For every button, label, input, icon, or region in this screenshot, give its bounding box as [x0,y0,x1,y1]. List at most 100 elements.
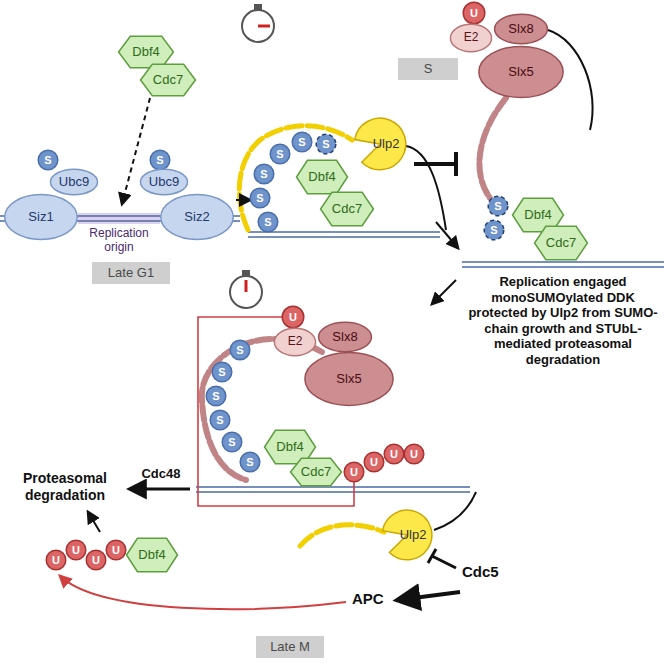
node-label: U [470,7,478,19]
node-label: Siz2 [184,210,209,224]
sumo-ligase-ellipse: Ubc9 [140,169,188,195]
node-label: Late M [270,640,310,654]
ddk-hexagon-outline [141,64,196,95]
sumo-ball: S [150,150,170,170]
sumo-ball-outline [316,134,336,154]
sumo-ball: S [316,134,336,154]
arrows-part [236,199,250,201]
sumo-ligase-ellipse: Siz2 [160,194,234,240]
inhibition-part [432,556,456,568]
sumo-ball: S [258,212,278,232]
phase-box: Late M [256,636,324,658]
ubiquitin-ball: U [463,2,485,24]
ddk-hexagon: Cdc7 [534,226,588,260]
sumo-ligase-ellipse: Ubc9 [50,169,98,195]
phase-box: S [398,58,458,80]
node-label: E2 [288,335,303,348]
node-label: S [236,344,243,356]
phase-box-outline [398,58,458,80]
node-label: S [424,62,433,76]
node-label: S [256,192,263,204]
ulp2-pacman: Ulp2 [352,116,408,172]
ddk-hexagon: Cdc7 [320,192,374,226]
ubiquitin-ball: U [282,306,304,328]
ddk-hexagon: Cdc7 [290,458,342,486]
inhibition [414,152,456,568]
stopwatch-part [242,10,274,42]
stubl-ellipse-outline [319,322,372,351]
ubiquitin-ball-outline [282,306,304,328]
ddk-hexagon: Dbf4 [126,538,178,572]
node-label: S [246,456,253,468]
node-label: S [298,136,305,148]
e2-ellipse-outline [274,328,315,355]
node-label: U [350,466,358,478]
node-label: Ubc9 [59,175,89,189]
e2-ellipse-outline [450,24,491,51]
node-label: U [289,311,297,323]
node-label: Ulp2 [373,137,400,151]
node-label: S [264,216,271,228]
ubiquitin-ball-outline [344,462,364,482]
sumo-ball-outline [230,340,250,360]
node-label: Dbf4 [276,440,303,454]
node-label: Slx5 [336,372,361,386]
node-label: Slx5 [508,65,533,79]
sumo-ball: S [38,150,58,170]
annotation-text: Proteasomal degradation [6,470,124,504]
sumo-ball: S [212,362,232,382]
ubiquitin-ball-outline [106,540,126,560]
arrows [60,98,460,609]
ulp2-pacman: Ulp2 [380,508,434,562]
node-label: S [276,148,283,160]
ubiquitin-ball: U [106,540,126,560]
node-label: S [212,390,219,402]
ddk-hexagon-outline [127,538,178,571]
annotation-text: Cdc48 [134,466,188,482]
stubl-ellipse: Slx8 [494,14,548,44]
sumo-ball: S [206,386,226,406]
node-label: U [410,448,418,460]
annotation-text: Cdc5 [462,563,522,581]
stopwatch-part [245,280,248,292]
stopwatch-part [243,271,249,276]
ubiquitin-ball-outline [86,550,106,570]
annotation-text: Replication engaged monoSUMOylated DDK p… [466,274,660,368]
stubl-ellipse: Slx5 [478,46,564,98]
sumo-ball-outline [250,188,270,208]
node-label: U [72,544,80,556]
ulp2-pacman-outline [383,510,432,560]
sumo-ball: S [210,410,230,430]
sumo-chain-arcs-part [479,98,506,198]
ddk-hexagon-outline [535,226,588,259]
node-label: Dbf4 [138,548,165,562]
phase-box-outline [256,636,324,658]
ubiquitin-ball-outline [364,452,384,472]
dna-part [462,266,664,268]
sumo-ball-outline [210,410,230,430]
sumo-ball-outline [222,432,242,452]
phase-box: Late G1 [92,262,170,284]
sumo-ball-outline [270,144,290,164]
e2-ellipse: E2 [450,24,492,52]
ddk-hexagon-outline [119,36,174,67]
sumo-ball-outline [292,132,312,152]
ulp2-pacman-outline [355,118,406,170]
sumo-ball: S [230,340,250,360]
ubiquitin-ball: U [86,550,106,570]
stubl-ellipse-outline [495,14,548,43]
ubiquitin-ball-outline [46,550,66,570]
sumo-ligase-ellipse-outline [50,169,97,194]
arrows-part [60,576,346,609]
ubiquitin-ball-outline [463,2,485,24]
node-label: Cdc7 [153,73,183,87]
sumo-ball: S [488,196,508,216]
sumo-ball: S [484,220,504,240]
node-label: S [260,168,267,180]
annotation-text: APC [352,590,396,608]
sumo-ball-outline [258,212,278,232]
ulp2-tail-part [406,146,446,230]
ubiquitin-ball: U [46,550,66,570]
sumo-ligase-ellipse-outline [161,194,234,239]
sumo-ball: S [250,188,270,208]
